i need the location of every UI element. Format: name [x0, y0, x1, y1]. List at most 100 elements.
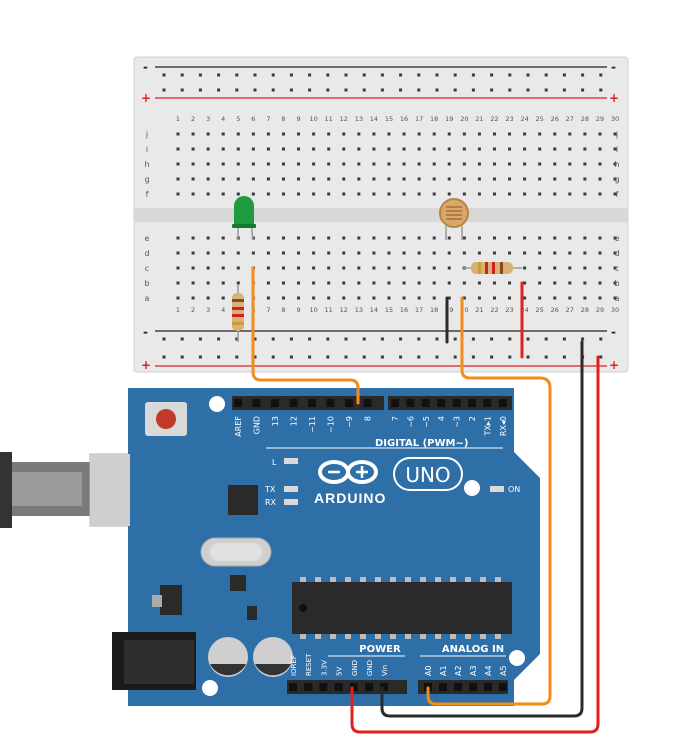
rail-hole[interactable] [235, 355, 239, 359]
breadboard-hole[interactable] [297, 162, 301, 166]
header-socket[interactable] [469, 683, 477, 691]
breadboard-hole[interactable] [312, 132, 316, 136]
breadboard-hole[interactable] [176, 281, 180, 285]
breadboard-hole[interactable] [402, 147, 406, 151]
breadboard-hole[interactable] [176, 192, 180, 196]
breadboard-hole[interactable] [266, 236, 270, 240]
header-socket[interactable] [334, 683, 343, 691]
breadboard-hole[interactable] [312, 266, 316, 270]
breadboard-hole[interactable] [357, 192, 361, 196]
breadboard-hole[interactable] [462, 162, 466, 166]
header-socket[interactable] [319, 683, 328, 691]
breadboard-hole[interactable] [372, 251, 376, 255]
breadboard-hole[interactable] [372, 162, 376, 166]
header-socket[interactable] [365, 683, 373, 691]
rail-hole[interactable] [526, 73, 530, 77]
breadboard-hole[interactable] [372, 236, 376, 240]
breadboard-hole[interactable] [538, 281, 542, 285]
breadboard-hole[interactable] [417, 147, 421, 151]
breadboard-hole[interactable] [492, 177, 496, 181]
breadboard-hole[interactable] [312, 236, 316, 240]
breadboard-hole[interactable] [327, 236, 331, 240]
breadboard-hole[interactable] [266, 177, 270, 181]
breadboard-hole[interactable] [176, 236, 180, 240]
breadboard-hole[interactable] [357, 251, 361, 255]
rail-hole[interactable] [289, 337, 293, 341]
header-socket[interactable] [421, 399, 430, 407]
breadboard-hole[interactable] [523, 251, 527, 255]
reset-button-cap[interactable] [156, 409, 176, 429]
breadboard-hole[interactable] [432, 251, 436, 255]
rail-hole[interactable] [253, 88, 257, 92]
rail-hole[interactable] [308, 88, 312, 92]
breadboard-hole[interactable] [251, 147, 255, 151]
rail-hole[interactable] [217, 337, 221, 341]
rail-hole[interactable] [344, 73, 348, 77]
header-socket[interactable] [363, 399, 372, 407]
breadboard-hole[interactable] [462, 192, 466, 196]
rail-hole[interactable] [180, 88, 184, 92]
header-socket[interactable] [380, 683, 389, 691]
breadboard-hole[interactable] [312, 296, 316, 300]
breadboard-hole[interactable] [357, 281, 361, 285]
breadboard-hole[interactable] [508, 162, 512, 166]
breadboard-hole[interactable] [357, 296, 361, 300]
rail-hole[interactable] [326, 88, 330, 92]
breadboard-hole[interactable] [312, 177, 316, 181]
breadboard-hole[interactable] [266, 251, 270, 255]
breadboard-hole[interactable] [342, 162, 346, 166]
breadboard-hole[interactable] [462, 147, 466, 151]
wire-orange-led-pin9[interactable] [251, 266, 360, 405]
rail-hole[interactable] [344, 355, 348, 359]
rail-hole[interactable] [562, 355, 566, 359]
breadboard-hole[interactable] [251, 192, 255, 196]
header-socket[interactable] [349, 683, 358, 691]
rail-hole[interactable] [235, 337, 239, 341]
rail-hole[interactable] [399, 337, 403, 341]
breadboard-hole[interactable] [176, 296, 180, 300]
breadboard-hole[interactable] [402, 132, 406, 136]
breadboard-hole[interactable] [447, 251, 451, 255]
rail-hole[interactable] [253, 73, 257, 77]
breadboard-hole[interactable] [568, 132, 572, 136]
breadboard-hole[interactable] [221, 147, 225, 151]
breadboard-hole[interactable] [191, 296, 195, 300]
rail-hole[interactable] [599, 337, 603, 341]
breadboard-hole[interactable] [477, 236, 481, 240]
breadboard-hole[interactable] [327, 266, 331, 270]
breadboard-hole[interactable] [312, 192, 316, 196]
breadboard-hole[interactable] [417, 251, 421, 255]
breadboard-hole[interactable] [598, 251, 602, 255]
breadboard-hole[interactable] [553, 296, 557, 300]
rail-hole[interactable] [198, 73, 202, 77]
rail-hole[interactable] [271, 355, 275, 359]
rail-hole[interactable] [562, 88, 566, 92]
breadboard-hole[interactable] [508, 236, 512, 240]
breadboard-hole[interactable] [462, 296, 466, 300]
breadboard-hole[interactable] [387, 236, 391, 240]
breadboard-hole[interactable] [447, 132, 451, 136]
breadboard-hole[interactable] [613, 266, 617, 270]
breadboard-hole[interactable] [568, 266, 572, 270]
rail-hole[interactable] [490, 355, 494, 359]
breadboard-hole[interactable] [342, 251, 346, 255]
breadboard-hole[interactable] [387, 132, 391, 136]
breadboard-hole[interactable] [568, 192, 572, 196]
rail-hole[interactable] [453, 337, 457, 341]
breadboard-hole[interactable] [342, 296, 346, 300]
rail-hole[interactable] [399, 88, 403, 92]
breadboard-hole[interactable] [387, 296, 391, 300]
rail-hole[interactable] [508, 73, 512, 77]
rail-hole[interactable] [544, 73, 548, 77]
breadboard-hole[interactable] [297, 251, 301, 255]
breadboard-hole[interactable] [553, 281, 557, 285]
breadboard-hole[interactable] [523, 147, 527, 151]
breadboard-hole[interactable] [191, 251, 195, 255]
breadboard-hole[interactable] [251, 132, 255, 136]
breadboard-hole[interactable] [538, 132, 542, 136]
breadboard-hole[interactable] [417, 162, 421, 166]
rail-hole[interactable] [289, 355, 293, 359]
breadboard-hole[interactable] [372, 296, 376, 300]
rail-hole[interactable] [344, 337, 348, 341]
breadboard-hole[interactable] [462, 177, 466, 181]
